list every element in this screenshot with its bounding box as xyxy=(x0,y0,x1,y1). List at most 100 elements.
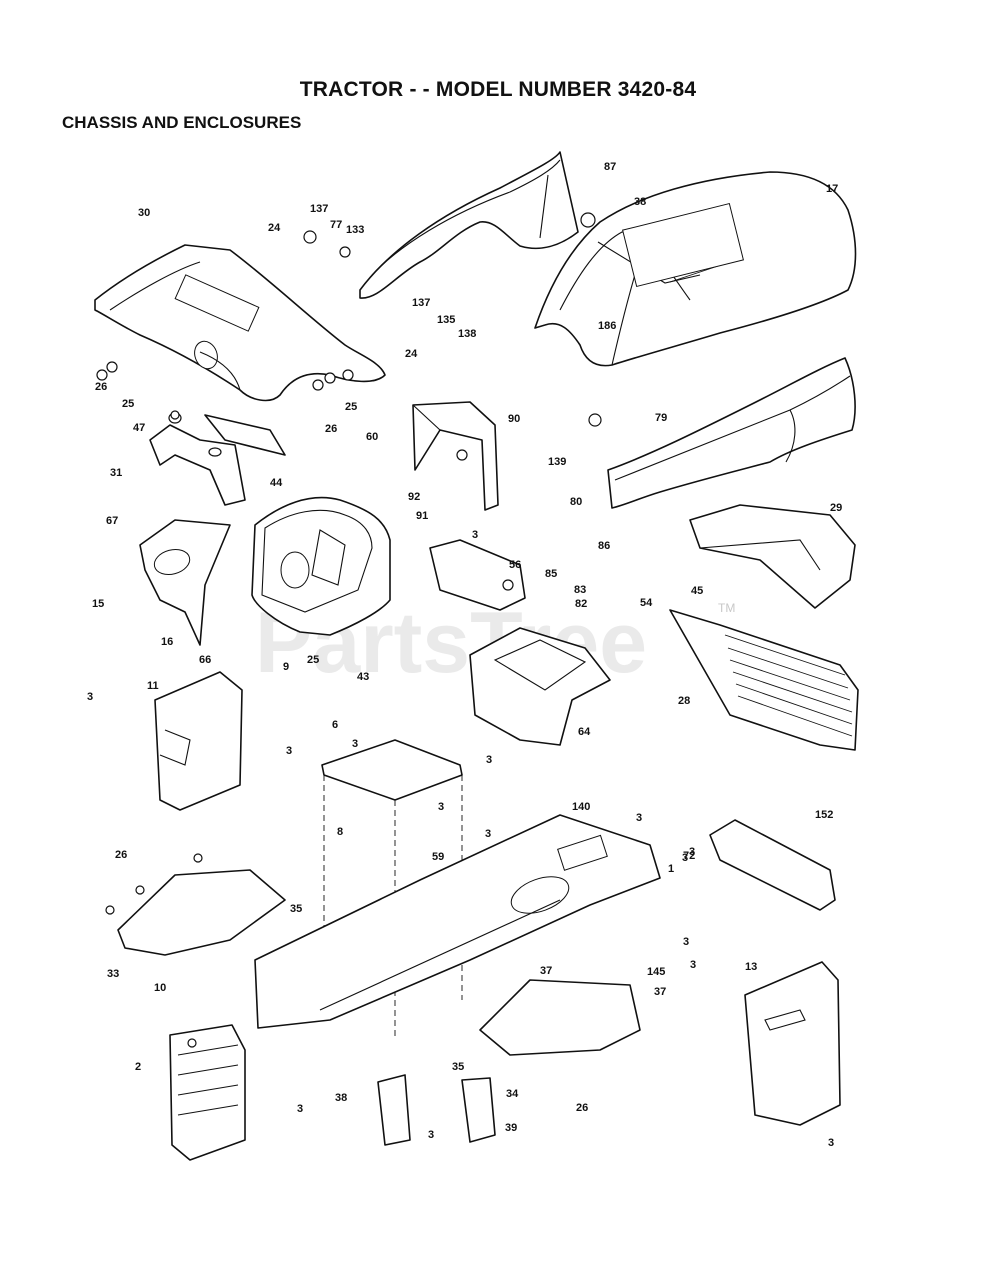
callout-17: 17 xyxy=(826,183,838,195)
callout-186: 186 xyxy=(598,320,616,332)
callout-92: 92 xyxy=(408,491,420,503)
callout-137: 137 xyxy=(412,297,430,309)
callout-28: 28 xyxy=(678,695,690,707)
callout-30: 30 xyxy=(138,207,150,219)
callout-80: 80 xyxy=(570,496,582,508)
part-17-hood xyxy=(534,171,857,367)
callout-38: 38 xyxy=(634,196,646,208)
part-60-bracket xyxy=(412,401,499,511)
callout-3: 3 xyxy=(683,936,689,948)
section-subtitle: CHASSIS AND ENCLOSURES xyxy=(62,113,302,132)
callout-3: 3 xyxy=(690,959,696,971)
callout-3: 3 xyxy=(428,1129,434,1141)
callout-90: 90 xyxy=(508,413,520,425)
callout-9: 9 xyxy=(283,661,289,673)
part-2-front-grille xyxy=(169,1024,246,1161)
part-28-grille xyxy=(669,609,859,751)
part-30-fender xyxy=(94,244,386,402)
callout-3: 3 xyxy=(297,1103,303,1115)
callout-11: 11 xyxy=(147,680,159,692)
callout-6: 6 xyxy=(332,719,338,731)
callout-26: 26 xyxy=(325,423,337,435)
part-38-bracket xyxy=(377,1074,411,1146)
callout-26: 26 xyxy=(115,849,127,861)
callout-35: 35 xyxy=(290,903,302,915)
callout-16: 16 xyxy=(161,636,173,648)
callout-86: 86 xyxy=(598,540,610,552)
callout-3: 3 xyxy=(636,812,642,824)
callout-3: 3 xyxy=(486,754,492,766)
callout-152: 152 xyxy=(815,809,833,821)
callout-133: 133 xyxy=(346,224,364,236)
callout-35: 35 xyxy=(452,1061,464,1073)
callout-47: 47 xyxy=(133,422,145,434)
callout-139: 139 xyxy=(548,456,566,468)
callout-38: 38 xyxy=(335,1092,347,1104)
part-33-floor-plate xyxy=(117,869,286,956)
callout-3: 3 xyxy=(828,1137,834,1149)
part-86-side-panel xyxy=(607,357,856,509)
callout-24: 24 xyxy=(268,222,281,234)
part-56-support xyxy=(429,539,526,611)
callout-140: 140 xyxy=(572,801,590,813)
callout-45: 45 xyxy=(691,585,703,597)
callout-44: 44 xyxy=(270,477,283,489)
part-1-frame xyxy=(254,814,661,1029)
callout-135: 135 xyxy=(437,314,455,326)
callout-37: 37 xyxy=(540,965,552,977)
part-31-mount-bracket xyxy=(149,412,286,506)
callout-25: 25 xyxy=(345,401,357,413)
callout-2: 2 xyxy=(135,1061,141,1073)
part-39-bracket xyxy=(461,1077,496,1143)
callout-8: 8 xyxy=(337,826,343,838)
callout-39: 39 xyxy=(505,1122,517,1134)
callout-64: 64 xyxy=(578,726,591,738)
callout-85: 85 xyxy=(545,568,557,580)
callout-3: 3 xyxy=(87,691,93,703)
part-66-shield xyxy=(139,519,231,646)
callout-24: 24 xyxy=(405,348,418,360)
callout-54: 54 xyxy=(640,597,653,609)
callout-31: 31 xyxy=(110,467,122,479)
callout-87: 87 xyxy=(604,161,616,173)
callout-43: 43 xyxy=(357,671,369,683)
callout-3: 3 xyxy=(485,828,491,840)
callout-3: 3 xyxy=(352,738,358,750)
callout-26: 26 xyxy=(576,1102,588,1114)
callout-3: 3 xyxy=(472,529,478,541)
part-64-axle-support xyxy=(469,627,611,746)
callout-33: 33 xyxy=(107,968,119,980)
page-title: TRACTOR - - MODEL NUMBER 3420-84 xyxy=(299,78,697,101)
hardware-fasteners xyxy=(96,212,602,1048)
callout-83: 83 xyxy=(574,584,586,596)
part-72-drawbar xyxy=(709,819,836,911)
callout-3: 3 xyxy=(438,801,444,813)
callout-145: 145 xyxy=(647,966,665,978)
callout-82: 82 xyxy=(575,598,587,610)
callout-60: 60 xyxy=(366,431,378,443)
callout-77: 77 xyxy=(330,219,342,231)
callout-15: 15 xyxy=(92,598,104,610)
part-13-rear-panel xyxy=(744,961,841,1126)
callout-3: 3 xyxy=(682,852,688,864)
part-87-cowl xyxy=(359,151,579,299)
callout-13: 13 xyxy=(745,961,757,973)
callout-37: 37 xyxy=(654,986,666,998)
callout-56: 56 xyxy=(509,559,521,571)
callout-3: 3 xyxy=(689,846,695,858)
part-11-side-plate xyxy=(154,671,243,811)
callout-72: 72 xyxy=(683,850,695,862)
callout-91: 91 xyxy=(416,510,428,522)
callout-25: 25 xyxy=(307,654,319,666)
watermark-tm: TM xyxy=(718,601,735,615)
callout-3: 3 xyxy=(286,745,292,757)
callout-138: 138 xyxy=(458,328,476,340)
callout-137: 137 xyxy=(310,203,328,215)
callout-79: 79 xyxy=(655,412,667,424)
callout-66: 66 xyxy=(199,654,211,666)
callout-26: 26 xyxy=(95,381,107,393)
callout-25: 25 xyxy=(122,398,134,410)
callout-59: 59 xyxy=(432,851,444,863)
